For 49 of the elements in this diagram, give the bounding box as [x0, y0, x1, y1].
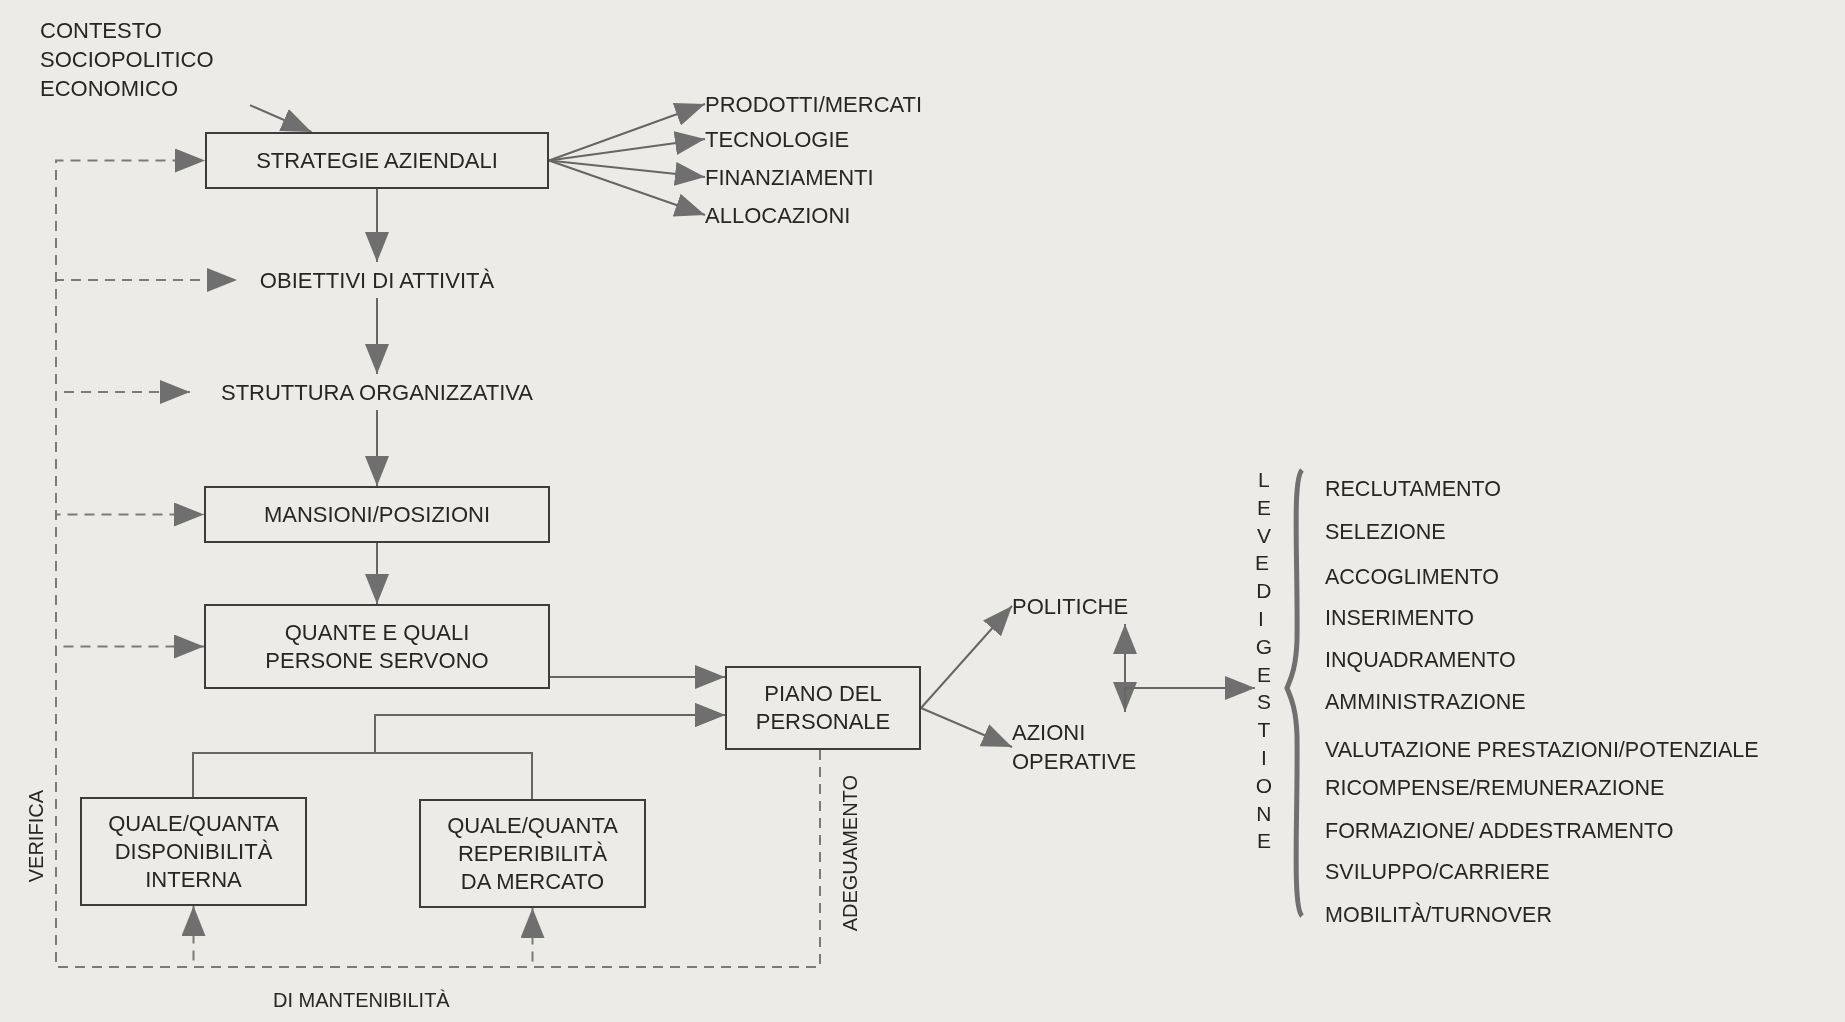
process-box — [205, 132, 549, 189]
process-box — [725, 666, 921, 750]
list-item: INQUADRAMENTO — [1325, 647, 1516, 673]
box-label: QUALE/QUANTA DISPONIBILITÀ INTERNA — [107, 809, 280, 894]
arrow — [365, 297, 389, 375]
list-item: MOBILITÀ/TURNOVER — [1325, 902, 1552, 928]
loop-label: DI MANTENIBILITÀ — [273, 988, 450, 1012]
arrow — [548, 131, 706, 162]
process-box — [204, 604, 550, 689]
dashed-arrow — [520, 749, 821, 968]
arrow — [374, 703, 726, 800]
list-item: ACCOGLIMENTO — [1325, 564, 1499, 590]
box-label: PIANO DEL PERSONALE — [754, 680, 892, 736]
text-label: AZIONI OPERATIVE — [1012, 712, 1162, 782]
arrow — [549, 665, 726, 689]
text-label: TECNOLOGIE — [705, 123, 975, 155]
list-item: INSERIMENTO — [1325, 605, 1474, 631]
loop-label: VERIFICA — [24, 790, 48, 883]
arrow — [548, 159, 706, 217]
process-box — [80, 797, 307, 906]
list-item: SVILUPPO/CARRIERE — [1325, 859, 1550, 885]
text-label: OBIETTIVI DI ATTIVITÀ — [237, 262, 517, 298]
text-label: PRODOTTI/MERCATI — [705, 88, 975, 120]
list-item: RECLUTAMENTO — [1325, 476, 1501, 502]
process-box — [204, 486, 550, 543]
list-item: FORMAZIONE/ ADDESTRAMENTO — [1325, 818, 1674, 844]
text-label: CONTESTO SOCIOPOLITICO ECONOMICO — [40, 12, 250, 107]
process-box — [419, 799, 646, 908]
arrow — [920, 605, 1013, 709]
list-item: VALUTAZIONE PRESTAZIONI/POTENZIALE — [1325, 737, 1759, 763]
box-label: STRATEGIE AZIENDALI — [255, 146, 499, 175]
arrow — [1124, 676, 1256, 713]
text-label: FINANZIAMENTI — [705, 161, 975, 193]
text-label: ALLOCAZIONI — [705, 199, 975, 231]
list-item: SELEZIONE — [1325, 519, 1446, 545]
arrow — [365, 542, 389, 605]
text-label: POLITICHE — [1012, 588, 1142, 624]
vertical-label: LEVE DI GESTIONE — [1255, 466, 1273, 856]
arrow — [249, 104, 313, 133]
loop-label: ADEGUAMENTO — [838, 775, 862, 932]
list-item: AMMINISTRAZIONE — [1325, 689, 1526, 715]
text-label: STRUTTURA ORGANIZZATIVA — [190, 374, 564, 410]
box-label: MANSIONI/POSIZIONI — [262, 500, 492, 529]
box-label: QUALE/QUANTA REPERIBILITÀ DA MERCATO — [446, 811, 619, 896]
box-label: QUANTE E QUALI PERSONE SERVONO — [264, 618, 490, 675]
arrow — [365, 409, 389, 487]
arrow — [365, 188, 389, 263]
arrow — [920, 707, 1013, 748]
list-item: RICOMPENSE/REMUNERAZIONE — [1325, 775, 1665, 801]
